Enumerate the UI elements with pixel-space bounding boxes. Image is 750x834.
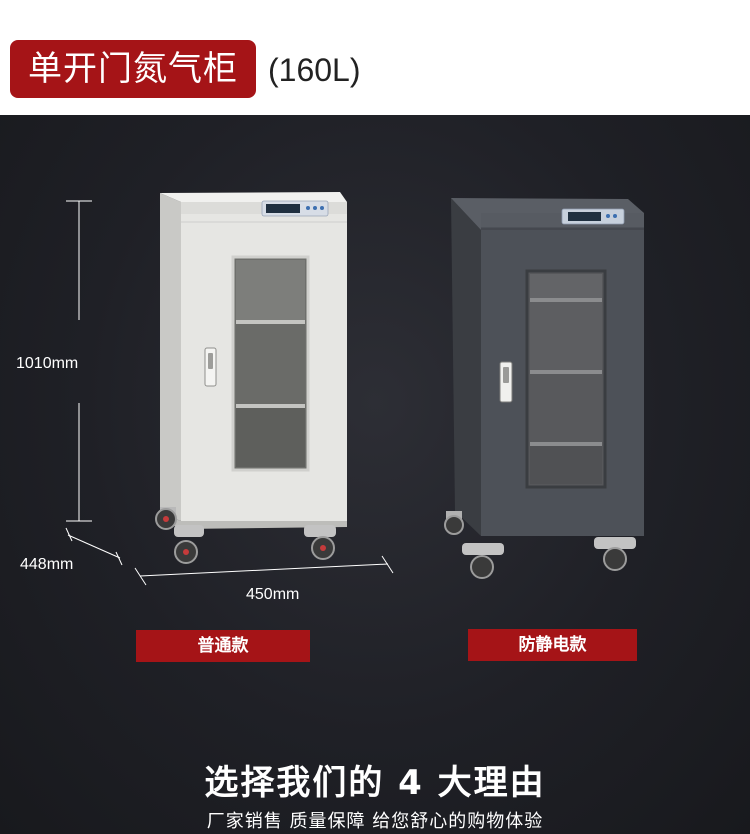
height-dimension-line (66, 200, 92, 522)
caster (594, 537, 636, 571)
variant-standard-label: 普通款 (136, 630, 310, 662)
white-cabinet (155, 192, 347, 564)
reasons-subtitle: 厂家销售 质量保障 给您舒心的购物体验 (206, 811, 544, 832)
capacity-label: (160L) (268, 52, 361, 88)
product-stage: 1010mm 448mm 450mm 普通款 防静电款 选择我们的 4 大理由 … (0, 115, 750, 834)
header: 单开门氮气柜 (160L) (0, 0, 750, 115)
variant-antistatic-label: 防静电款 (468, 629, 637, 661)
width-label: 450mm (246, 586, 300, 603)
dark-cabinet (444, 198, 644, 579)
caster (462, 543, 504, 579)
caster (174, 525, 204, 564)
caster (304, 525, 336, 560)
page-title: 单开门氮气柜 (10, 40, 256, 98)
depth-dimension-line (65, 527, 123, 566)
product-illustration (65, 192, 644, 586)
caster (444, 511, 464, 535)
reasons-title: 选择我们的 4 大理由 (204, 763, 546, 803)
height-label: 1010mm (16, 355, 79, 372)
width-dimension-line (134, 555, 394, 586)
caster (155, 507, 177, 530)
depth-label: 448mm (20, 556, 74, 573)
